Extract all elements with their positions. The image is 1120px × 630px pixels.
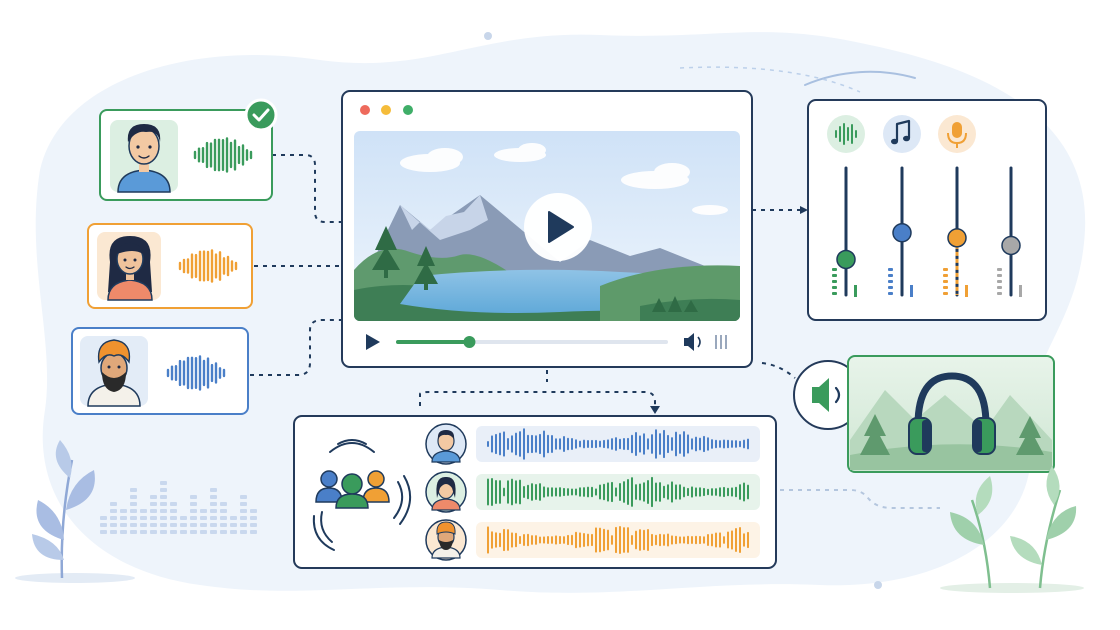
- track-row-2[interactable]: [425, 471, 760, 513]
- decor-swoosh: [804, 70, 916, 86]
- track-rows[interactable]: [425, 423, 760, 561]
- mixer-channel-2[interactable]: [888, 166, 913, 297]
- volume-icon[interactable]: [684, 333, 701, 351]
- decor-dot: [874, 581, 882, 589]
- track-lane: [476, 522, 760, 558]
- mixer-channel-1[interactable]: [832, 166, 857, 297]
- speaker-card-3[interactable]: [71, 327, 249, 415]
- microphone-icon[interactable]: [938, 115, 976, 153]
- level-meter: [888, 268, 913, 297]
- avatar-speaker-2: [107, 236, 153, 301]
- track-lane: [476, 474, 760, 510]
- mixer-panel[interactable]: [807, 99, 1047, 321]
- leaf-icon: [940, 466, 1084, 593]
- level-meter: [832, 268, 857, 297]
- progress-knob[interactable]: [463, 336, 476, 348]
- level-meter: [943, 268, 968, 297]
- window-dot-yellow[interactable]: [381, 105, 391, 115]
- headphones-icon: [908, 372, 996, 455]
- multitrack-panel[interactable]: [293, 415, 777, 569]
- track-waveform-3: [487, 526, 749, 554]
- music-note-icon[interactable]: [883, 115, 921, 153]
- window-dot-red[interactable]: [360, 105, 370, 115]
- speaker-card-2[interactable]: [87, 223, 253, 309]
- progress-fill: [396, 340, 470, 344]
- mixer-channel-3[interactable]: [943, 166, 968, 297]
- level-meter: [997, 268, 1022, 297]
- track-waveform-2: [487, 476, 749, 508]
- arrow-head: [800, 206, 808, 214]
- waveform-icon[interactable]: [827, 115, 865, 153]
- leaf-icon: [15, 440, 135, 583]
- decor-dashed-arc: [679, 66, 861, 93]
- track-waveform-1: [487, 428, 749, 460]
- group-icon: [312, 439, 411, 551]
- avatar-speaker-1: [425, 423, 467, 465]
- track-row-3[interactable]: [425, 519, 760, 561]
- fader-knob[interactable]: [892, 223, 912, 243]
- fader-knob[interactable]: [947, 228, 967, 248]
- equalizer-decoration: [100, 481, 257, 534]
- avatar-speaker-3: [425, 519, 467, 561]
- volume-bars-icon[interactable]: [715, 335, 727, 349]
- volume-icon: [812, 378, 829, 412]
- fader-knob[interactable]: [836, 249, 856, 270]
- player-controls: [366, 333, 727, 351]
- connectors: [250, 154, 940, 509]
- decor-dot: [484, 32, 492, 40]
- waveform-speaker-1: [193, 137, 253, 173]
- play-icon[interactable]: [524, 193, 592, 261]
- avatar-speaker-1: [117, 124, 171, 193]
- window-dot-green[interactable]: [403, 105, 413, 115]
- arrow-head: [650, 406, 660, 414]
- avatar-speaker-3: [87, 339, 141, 407]
- fader-knob[interactable]: [1001, 235, 1021, 256]
- video-frame[interactable]: [354, 131, 740, 321]
- speaker-card-1[interactable]: [99, 98, 278, 201]
- mixer-channel-4[interactable]: [997, 166, 1022, 297]
- track-row-1[interactable]: [425, 423, 760, 465]
- mixer-channels[interactable]: [832, 166, 1022, 297]
- check-icon: [244, 98, 278, 132]
- waveform-speaker-2: [178, 249, 238, 283]
- waveform-speaker-3: [166, 355, 226, 391]
- avatar-speaker-2: [425, 471, 467, 513]
- track-lane: [476, 426, 760, 462]
- small-play-button[interactable]: [366, 334, 380, 350]
- video-player-window[interactable]: [341, 90, 753, 368]
- headphones-card[interactable]: [847, 355, 1055, 473]
